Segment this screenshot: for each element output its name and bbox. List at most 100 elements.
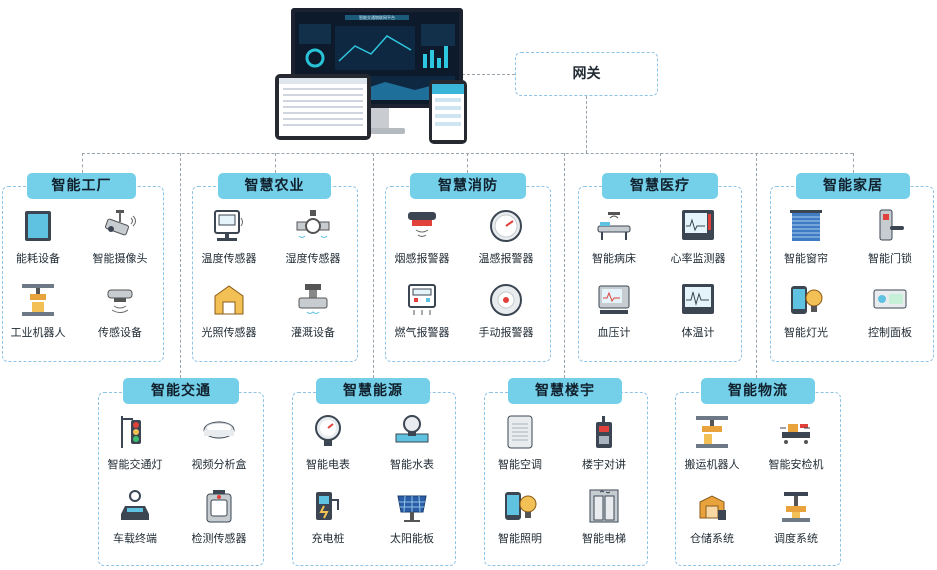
device-label: 智能灯光 <box>784 326 828 339</box>
gateway-node: 网关 <box>515 52 658 96</box>
device-item: 手动报警器 <box>470 282 542 340</box>
device-label: 灌溉设备 <box>291 326 335 339</box>
devices-illustration: 智能交通物联网平台 <box>275 6 475 146</box>
device-item: 智能照明 <box>484 488 556 546</box>
warehouse-icon <box>694 488 730 524</box>
device-label: 智能交通灯 <box>107 458 163 471</box>
device-item: 视频分析盒 <box>183 414 255 472</box>
elevator-icon <box>586 488 622 524</box>
sensor-icon <box>102 282 138 318</box>
device-label: 湿度传感器 <box>285 252 341 265</box>
device-item: 仓储系统 <box>676 488 748 546</box>
alarm-button-icon <box>488 282 524 318</box>
device-label: 烟感报警器 <box>394 252 450 265</box>
device-label: 搬运机器人 <box>684 458 740 471</box>
device-label: 光照传感器 <box>201 326 257 339</box>
device-item: 心率监测器 <box>662 208 734 266</box>
group-title: 智能工厂 <box>27 173 136 199</box>
device-label: 智能安检机 <box>768 458 824 471</box>
device-label: 手动报警器 <box>478 326 534 339</box>
device-item: 智能水表 <box>376 414 448 472</box>
device-label: 智能空调 <box>498 458 542 471</box>
device-label: 智能照明 <box>498 532 542 545</box>
group-title: 智慧楼宇 <box>508 378 622 404</box>
device-item: 控制面板 <box>854 282 926 340</box>
connector-gateway-down <box>586 96 587 153</box>
robot-icon <box>20 282 56 318</box>
device-item: 楼宇对讲 <box>568 414 640 472</box>
robot-arm-icon <box>694 414 730 450</box>
device-item: 智能电梯 <box>568 488 640 546</box>
blood-pressure-icon <box>596 282 632 318</box>
device-item: 智能电表 <box>292 414 364 472</box>
device-item: 智能安检机 <box>760 414 832 472</box>
device-item: 灌溉设备 <box>277 282 349 340</box>
group-title: 智能家居 <box>796 173 910 199</box>
solar-panel-icon <box>394 488 430 524</box>
light-bulb-icon <box>788 282 824 318</box>
device-item: 车载终端 <box>99 488 171 546</box>
traffic-light-icon <box>117 414 153 450</box>
device-label: 仓储系统 <box>690 532 734 545</box>
device-label: 能耗设备 <box>16 252 60 265</box>
water-meter-icon <box>394 414 430 450</box>
detector-icon <box>201 488 237 524</box>
device-item: 智能空调 <box>484 414 556 472</box>
group-title: 智慧医疗 <box>602 173 718 199</box>
heart-monitor-icon <box>680 208 716 244</box>
device-item: 智能灯光 <box>770 282 842 340</box>
monitor-title: 智能交通物联网平台 <box>359 15 395 20</box>
device-item: 传感设备 <box>84 282 156 340</box>
group-title: 智慧能源 <box>316 378 430 404</box>
device-label: 充电桩 <box>311 532 345 545</box>
device-item: 能耗设备 <box>2 208 74 266</box>
smoke-detector-icon <box>404 208 440 244</box>
thermometer-icon <box>211 208 247 244</box>
connector-devices-gateway <box>462 74 515 75</box>
group-title: 智慧消防 <box>410 173 526 199</box>
curtain-icon <box>788 208 824 244</box>
car-terminal-icon <box>117 488 153 524</box>
device-item: 调度系统 <box>760 488 832 546</box>
door-lock-icon <box>872 208 908 244</box>
gauge-icon <box>488 208 524 244</box>
device-item: 温度传感器 <box>193 208 265 266</box>
device-item: 太阳能板 <box>376 488 448 546</box>
device-item: 智能门锁 <box>854 208 926 266</box>
connector-medical-top <box>660 153 661 173</box>
device-label: 智能窗帘 <box>784 252 828 265</box>
connector-fire <box>373 153 374 378</box>
device-label: 体温计 <box>681 326 715 339</box>
connector-fire-top <box>467 153 468 173</box>
device-label: 智能门锁 <box>868 252 912 265</box>
gateway-label: 网关 <box>572 66 601 82</box>
device-item: 血压计 <box>578 282 650 340</box>
device-label: 智能电表 <box>306 458 350 471</box>
device-label: 智能摄像头 <box>92 252 148 265</box>
device-item: 湿度传感器 <box>277 208 349 266</box>
device-label: 血压计 <box>597 326 631 339</box>
device-label: 传感设备 <box>98 326 142 339</box>
connector-home <box>853 153 854 173</box>
connector-logistics <box>756 153 757 378</box>
device-item: 智能交通灯 <box>99 414 171 472</box>
dispatch-icon <box>778 488 814 524</box>
scanner-icon <box>778 414 814 450</box>
device-label: 温度传感器 <box>201 252 257 265</box>
device-item: 检测传感器 <box>183 488 255 546</box>
device-label: 检测传感器 <box>191 532 247 545</box>
group-title: 智慧农业 <box>218 173 331 199</box>
device-label: 温感报警器 <box>478 252 534 265</box>
group-box <box>675 392 841 566</box>
group-box <box>98 392 264 566</box>
thermometer-icon <box>680 282 716 318</box>
device-item: 智能摄像头 <box>84 208 156 266</box>
device-label: 视频分析盒 <box>191 458 247 471</box>
device-label: 燃气报警器 <box>394 326 450 339</box>
device-label: 智能病床 <box>592 252 636 265</box>
intercom-icon <box>586 414 622 450</box>
screen-icon <box>20 208 56 244</box>
device-label: 车载终端 <box>113 532 157 545</box>
connector-medical <box>564 153 565 378</box>
connector-factory <box>82 153 83 173</box>
